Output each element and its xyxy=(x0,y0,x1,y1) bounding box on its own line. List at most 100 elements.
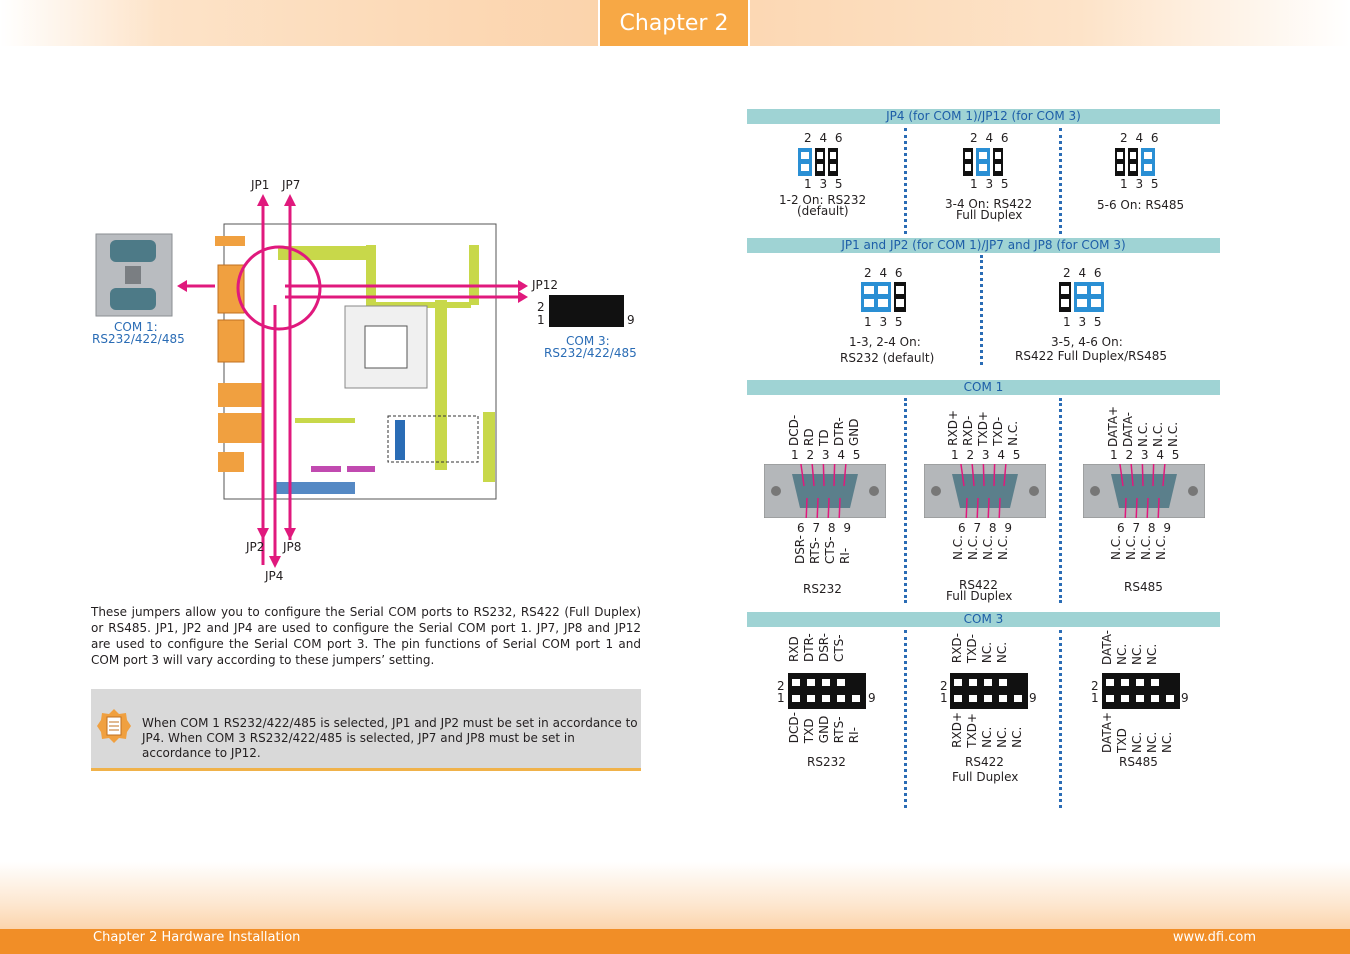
pin-label: N.C. xyxy=(981,535,995,560)
db9-connector-rs422 xyxy=(924,464,1046,518)
jp1-opt-default: RS232 (default) xyxy=(840,351,935,365)
com1-section-title: COM 1 xyxy=(747,380,1220,395)
jp12-pin9: 9 xyxy=(627,313,635,327)
divider xyxy=(1059,630,1062,808)
jp1-opt-rs232: 1-3, 2-4 On: xyxy=(849,335,921,349)
note-icon xyxy=(97,709,131,743)
pin-numbers: 2 4 6 xyxy=(1063,266,1104,280)
pin-label: TXD xyxy=(802,718,816,744)
pin-1: 1 xyxy=(777,691,785,705)
pin-2: 2 xyxy=(1091,679,1099,693)
jp1-jumper-rs422 xyxy=(1059,282,1104,312)
pin-label: TXD- xyxy=(965,634,979,664)
note-box xyxy=(91,689,641,771)
com1-rs485-caption: RS485 xyxy=(1124,580,1163,594)
pin-label: DATA- xyxy=(1100,630,1114,665)
pin-label: N.C. xyxy=(1136,421,1150,447)
pin-numbers: 6 7 8 9 xyxy=(958,521,1014,535)
footer-band xyxy=(0,862,1350,932)
footer-url[interactable]: www.dfi.com xyxy=(1172,930,1256,945)
pin-label: N.C. xyxy=(1006,420,1020,446)
pin-label: RXD+ xyxy=(946,410,960,446)
pin-label: N.C. xyxy=(1109,535,1123,560)
pin-label: DTR- xyxy=(802,633,816,663)
chapter-tab: Chapter 2 xyxy=(598,0,750,46)
com1-modes: RS232/422/485 xyxy=(92,332,185,346)
pin-label: DATA+ xyxy=(1106,406,1120,447)
com3-label: COM 3: xyxy=(566,334,610,348)
pin-2: 2 xyxy=(940,679,948,693)
divider xyxy=(904,630,907,808)
jp4-section-title: JP4 (for COM 1)/JP12 (for COM 3) xyxy=(747,109,1220,124)
com3-modes: RS232/422/485 xyxy=(544,346,637,360)
pin-label: NC. xyxy=(980,641,994,664)
jp4-jumper-rs485 xyxy=(1115,148,1155,176)
com1-rs422-bottom-labels: N.C. N.C. N.C. N.C. xyxy=(951,535,1011,560)
pin-label: N.C. xyxy=(1166,421,1180,447)
pin-label: NC. xyxy=(1145,643,1159,665)
pin-numbers: 1 3 5 xyxy=(970,177,1011,191)
com3-header-rs485 xyxy=(1102,673,1180,709)
pin-numbers: 2 4 6 xyxy=(970,131,1011,145)
pin-9: 9 xyxy=(1181,691,1189,705)
pin-label: RTS- xyxy=(808,537,822,565)
pin-label: RXD+ xyxy=(950,712,964,748)
com3-rs485-caption: RS485 xyxy=(1119,755,1158,769)
com3-rs485-top-labels: DATA- NC. NC. NC. xyxy=(1100,630,1160,665)
db9-connector-rs485 xyxy=(1083,464,1205,518)
pin-numbers: 1 3 5 xyxy=(1063,315,1104,329)
com1-rs422-caption: RS422 xyxy=(959,578,998,592)
pin-label: TXD- xyxy=(991,416,1005,446)
footer-left-text: Chapter 2 Hardware Installation xyxy=(93,930,301,945)
pin-label: TXD+ xyxy=(965,713,979,748)
divider xyxy=(980,255,983,365)
jp4-opt-rs422: 3-4 On: RS422 xyxy=(945,197,1033,211)
pin-label: GND xyxy=(817,715,831,744)
pin-label: NC. xyxy=(1130,731,1144,753)
pin-numbers: 1 2 3 4 5 xyxy=(951,448,1023,462)
pin-numbers: 1 3 5 xyxy=(804,177,845,191)
pin-numbers: 2 4 6 xyxy=(1120,131,1161,145)
pin-1: 1 xyxy=(940,691,948,705)
com1-connector-image xyxy=(95,233,173,317)
com3-header-rs232 xyxy=(788,673,866,709)
pin-numbers: 1 2 3 4 5 xyxy=(791,448,863,462)
pin-label: DCD- xyxy=(787,712,801,744)
pin-label: RXD xyxy=(787,636,801,663)
pin-label: NC. xyxy=(1145,731,1159,753)
com1-rs232-caption: RS232 xyxy=(803,582,842,596)
pin-1: 1 xyxy=(1091,691,1099,705)
pin-label: N.C. xyxy=(1139,535,1153,560)
com1-rs485-bottom-labels: N.C. N.C. N.C. N.C. xyxy=(1109,535,1169,560)
pin-label: TXD+ xyxy=(976,411,990,446)
divider xyxy=(904,128,907,234)
pin-label: N.C. xyxy=(996,535,1010,560)
pin-label: RI- xyxy=(847,726,861,744)
jp8-label: JP8 xyxy=(283,540,302,554)
pin-label: CTS- xyxy=(823,536,837,565)
pin-label: N.C. xyxy=(966,535,980,560)
pin-label: N.C. xyxy=(1154,535,1168,560)
com1-rs232-top-labels: DCD- RD TD DTR- GND xyxy=(787,412,862,446)
com1-rs485-top-labels: DATA+ DATA- N.C. N.C. N.C. xyxy=(1106,406,1181,447)
pin-label: NC. xyxy=(1160,731,1174,753)
pin-label: N.C. xyxy=(951,535,965,560)
pin-label: RXD- xyxy=(961,415,975,446)
pin-label: DSR- xyxy=(793,535,807,565)
jp1-section-title: JP1 and JP2 (for COM 1)/JP7 and JP8 (for… xyxy=(747,238,1220,253)
jp4-jumper-rs232 xyxy=(798,148,838,176)
pin-9: 9 xyxy=(868,691,876,705)
jp4-jumper-rs422 xyxy=(963,148,1003,176)
pin-label: NC. xyxy=(1010,726,1024,748)
jp4-label: JP4 xyxy=(265,569,284,583)
pin-numbers: 1 3 5 xyxy=(1120,177,1161,191)
board-diagram xyxy=(95,194,624,568)
jp4-opt-fullduplex: Full Duplex xyxy=(956,208,1023,222)
pin-numbers: 2 4 6 xyxy=(804,131,845,145)
pin-numbers: 6 7 8 9 xyxy=(797,521,853,535)
jp1-opt-rs485: RS422 Full Duplex/RS485 xyxy=(1015,349,1167,363)
jp4-opt-rs232: 1-2 On: RS232 xyxy=(779,193,867,207)
pin-label: DSR- xyxy=(817,633,831,663)
com3-rs232-bottom-labels: DCD- TXD GND RTS- RI- xyxy=(787,712,862,743)
pin-label: GND xyxy=(847,418,861,446)
